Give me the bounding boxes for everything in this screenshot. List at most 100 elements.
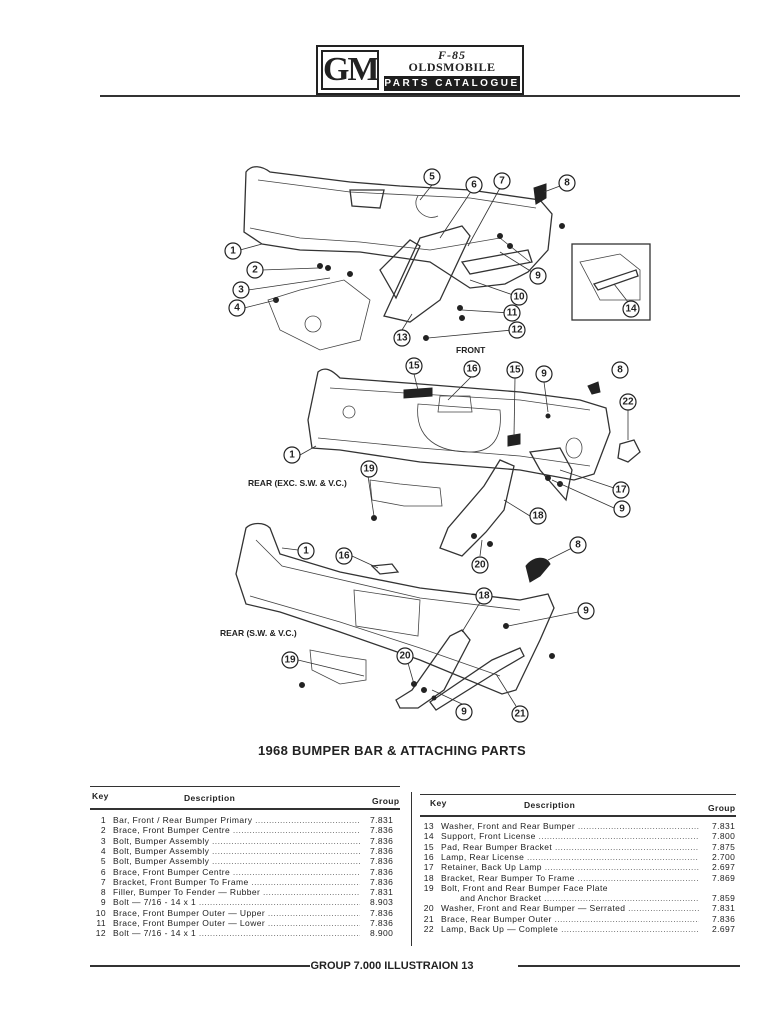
callout-20: 20 — [471, 556, 489, 574]
callout-9c: 9 — [613, 500, 631, 518]
svg-text:1: 1 — [289, 450, 295, 461]
svg-text:9: 9 — [619, 504, 625, 515]
svg-text:19: 19 — [284, 655, 296, 666]
svg-text:20: 20 — [474, 560, 486, 571]
col-header-description-right: Description — [524, 800, 576, 810]
svg-text:19: 19 — [363, 464, 375, 475]
svg-text:18: 18 — [532, 511, 544, 522]
callout-9b: 9 — [535, 365, 553, 383]
front-bumper-drawing — [243, 166, 565, 351]
callout-9d: 9 — [577, 602, 595, 620]
callout-6: 6 — [465, 176, 483, 194]
f85-wordmark: F-85 — [438, 48, 466, 62]
svg-text:8: 8 — [575, 540, 581, 551]
callout-19b: 19 — [281, 651, 299, 669]
callout-13: 13 — [393, 329, 411, 347]
callout-12: 12 — [508, 321, 526, 339]
svg-text:9: 9 — [461, 707, 467, 718]
footer-rule-right — [518, 965, 740, 967]
callout-18b: 18 — [475, 587, 493, 605]
catalogue-logo: GM F-85 OLDSMOBILE PARTS CATALOGUE — [316, 45, 524, 95]
page-title: 1968 BUMPER BAR & ATTACHING PARTS — [258, 743, 526, 758]
callout-9e: 9 — [455, 703, 473, 721]
svg-text:21: 21 — [514, 709, 526, 720]
svg-text:10: 10 — [513, 292, 525, 303]
parts-catalogue-banner: PARTS CATALOGUE — [384, 76, 520, 91]
col-header-group-right: Group — [708, 803, 736, 813]
table-row: and Anchor Bracket7.859 — [418, 893, 736, 903]
callout-10: 10 — [510, 288, 528, 306]
svg-text:9: 9 — [541, 369, 547, 380]
svg-text:9: 9 — [583, 606, 589, 617]
header-rule — [100, 95, 740, 97]
footer-rule-left — [90, 965, 310, 967]
callout-5: 5 — [423, 168, 441, 186]
svg-text:22: 22 — [622, 397, 634, 408]
callout-18: 18 — [529, 507, 547, 525]
svg-text:17: 17 — [615, 485, 627, 496]
svg-text:5: 5 — [429, 172, 435, 183]
callout-3: 3 — [232, 281, 250, 299]
col-header-key: Key — [92, 791, 109, 801]
callout-15b: 15 — [506, 361, 524, 379]
svg-text:1: 1 — [303, 546, 309, 557]
callout-16b: 16 — [335, 547, 353, 565]
callout-16: 16 — [463, 360, 481, 378]
gm-logo: GM — [321, 50, 380, 90]
svg-text:8: 8 — [564, 178, 570, 189]
callout-1c: 1 — [297, 542, 315, 560]
callout-9: 9 — [529, 267, 547, 285]
svg-text:18: 18 — [478, 591, 490, 602]
svg-text:14: 14 — [625, 304, 637, 315]
callout-15: 15 — [405, 357, 423, 375]
svg-text:16: 16 — [466, 364, 478, 375]
svg-text:16: 16 — [338, 551, 350, 562]
callout-8b: 8 — [611, 361, 629, 379]
svg-text:1: 1 — [230, 246, 236, 257]
callout-4: 4 — [228, 299, 246, 317]
svg-text:15: 15 — [509, 365, 521, 376]
callout-8c: 8 — [569, 536, 587, 554]
view-label-front: FRONT — [456, 345, 486, 355]
callout-8: 8 — [558, 174, 576, 192]
svg-text:3: 3 — [238, 285, 244, 296]
callout-21: 21 — [511, 705, 529, 723]
callout-11: 11 — [503, 304, 521, 322]
svg-text:20: 20 — [399, 651, 411, 662]
rear-bumper-drawing — [307, 368, 641, 557]
bumper-exploded-diagram: 1 2 3 4 5 6 7 8 9 10 11 12 13 14 FRONT — [220, 166, 651, 723]
callout-20b: 20 — [396, 647, 414, 665]
rear-sw-bumper-drawing — [235, 522, 555, 711]
oldsmobile-wordmark: OLDSMOBILE — [408, 60, 496, 74]
license-support-inset — [571, 243, 651, 321]
col-header-description: Description — [184, 793, 236, 803]
callout-19: 19 — [360, 460, 378, 478]
svg-text:9: 9 — [535, 271, 541, 282]
col-header-group: Group — [372, 796, 400, 806]
svg-text:11: 11 — [507, 308, 518, 319]
callout-17: 17 — [612, 481, 630, 499]
callout-2: 2 — [246, 261, 264, 279]
svg-text:8: 8 — [617, 365, 623, 376]
footer-group-label: GROUP 7.000 ILLUSTRAION 13 — [310, 960, 474, 972]
svg-text:2: 2 — [252, 265, 258, 276]
callout-14: 14 — [622, 300, 640, 318]
